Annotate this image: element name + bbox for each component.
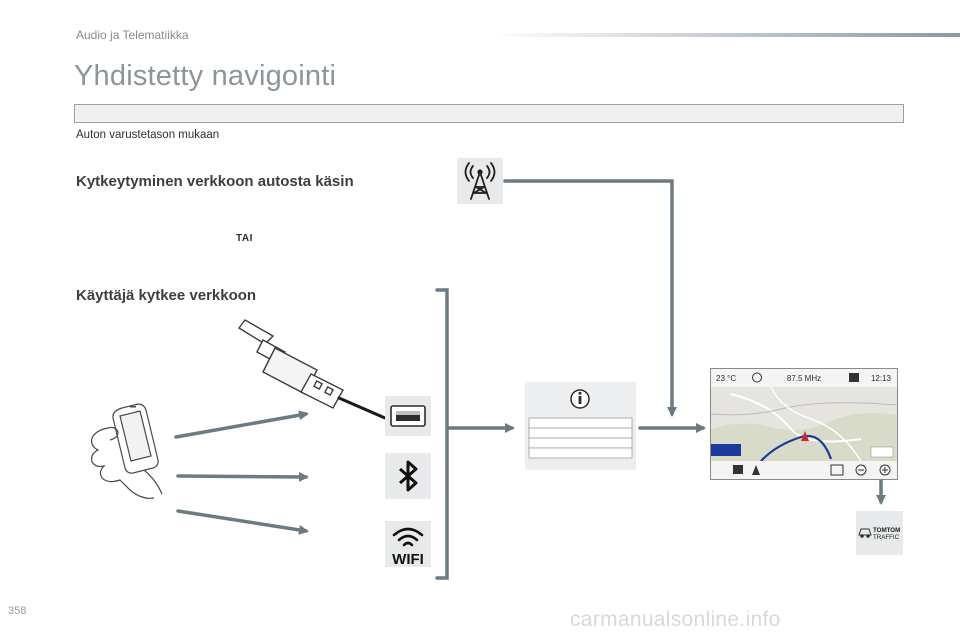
smartphone-in-hand-icon [82, 398, 177, 503]
title-divider-box [74, 104, 904, 123]
route-line [760, 434, 833, 462]
temperature-readout: 23 °C [716, 374, 736, 383]
watermark: carmanualsonline.info [570, 608, 781, 631]
header-rule [490, 33, 960, 37]
clock-readout: 12:13 [871, 374, 892, 383]
section-title: Audio ja Telematiikka [76, 28, 189, 42]
info-panel [525, 382, 636, 470]
media-icon [849, 373, 859, 382]
wifi-label: WIFI [392, 551, 424, 567]
zoom-in-icon [879, 464, 891, 476]
page-title: Yhdistetty navigointi [74, 60, 337, 92]
bluetooth-icon [385, 453, 431, 499]
tomtom-traffic-badge: TOMTOM TRAFFIC [856, 511, 903, 555]
radio-frequency: 87.5 MHz [787, 374, 821, 383]
zoom-view-icon [830, 464, 844, 476]
info-icon [570, 389, 590, 409]
settings-icon [752, 372, 762, 383]
cell-tower-icon [457, 158, 503, 204]
compass-icon [752, 465, 760, 475]
heading-user-connection: Käyttäjä kytkee verkkoon [76, 287, 257, 304]
destination-flag-icon [733, 465, 743, 474]
or-label: TAI [236, 233, 253, 244]
usb-port-icon [385, 396, 431, 436]
car-icon [858, 528, 872, 538]
tomtom-label: TOMTOM [873, 527, 900, 534]
heading-auto-connection: Kytkeytyminen verkkoon autosta käsin [76, 173, 354, 190]
zoom-out-icon [855, 464, 867, 476]
page-number: 358 [8, 605, 27, 617]
position-marker [801, 431, 809, 441]
equipment-note: Auton varustetason mukaan [76, 129, 220, 141]
wifi-icon: WIFI [385, 521, 431, 567]
usb-cable-icon [235, 318, 435, 428]
traffic-label: TRAFFIC [873, 534, 900, 541]
navigation-touchscreen: 23 °C 87.5 MHz 12:13 [710, 368, 898, 480]
